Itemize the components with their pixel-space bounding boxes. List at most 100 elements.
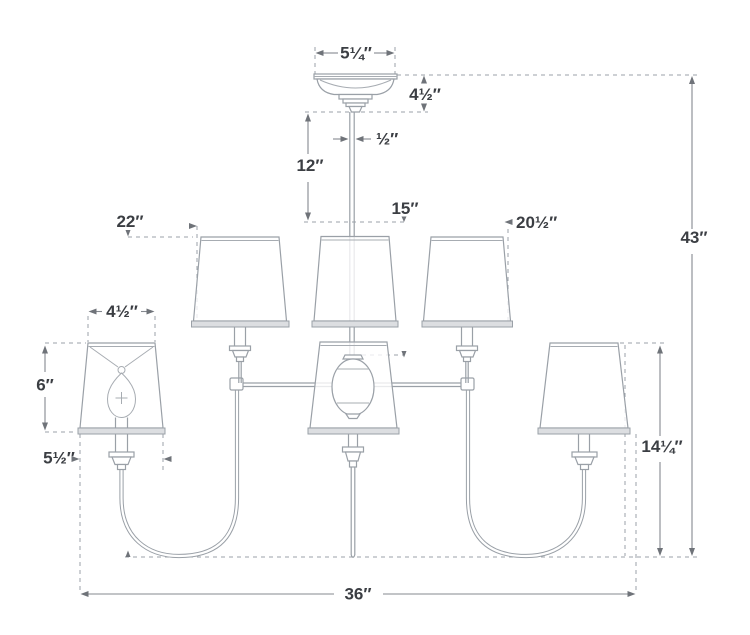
arrow-up-icon <box>657 345 663 354</box>
dim-center-drop: 15″ <box>391 199 419 358</box>
urn-foot <box>344 413 362 420</box>
dim-overall-height: 43″ <box>680 76 708 556</box>
arrow-right-icon <box>340 136 349 142</box>
dim-overall-width: 36″ <box>80 585 636 604</box>
arrow-up-icon <box>42 345 48 354</box>
dim-shade-height: 6″ <box>36 345 54 431</box>
dim-rod-length: 12″ <box>296 113 324 221</box>
socket-nub <box>462 356 472 363</box>
dim-label-canopy-width: 5¼″ <box>340 44 372 63</box>
upper-shade-right-band <box>421 320 513 328</box>
dim-canopy-width: 5¼″ <box>315 44 395 63</box>
socket-flare <box>571 451 598 458</box>
dim-label-center-drop: 15″ <box>391 199 418 218</box>
canopy-ring-1 <box>338 93 373 100</box>
dim-label-shade-bottom-width: 5½″ <box>43 449 75 468</box>
socket-flare <box>228 345 252 352</box>
arrow-down-icon <box>125 230 131 237</box>
dim-label-shade-top-width: 4½″ <box>106 302 138 321</box>
center-flare <box>341 446 365 453</box>
dim-label-upper-tier-right-width: 20½″ <box>516 213 557 232</box>
dim-shade-bottom-width: 5½″ <box>43 449 172 557</box>
arrow-right-icon <box>627 591 636 597</box>
arrow-down-icon <box>401 351 407 358</box>
canopy-bowl-curve <box>319 79 392 89</box>
arrow-left-icon <box>504 219 513 225</box>
dim-upper-tier-right-width: 20½″ <box>504 213 557 232</box>
arrow-left-icon <box>88 308 97 315</box>
dim-label-rod-length: 12″ <box>296 156 323 175</box>
dim-canopy-height: 4½″ <box>409 75 441 112</box>
socket-nub <box>116 463 127 471</box>
lower-shade-right-body <box>539 342 629 429</box>
socket-flare <box>455 345 479 352</box>
upper-socket-left <box>228 327 252 383</box>
urn-body <box>331 358 375 416</box>
dim-lower-section-height: 14¼″ <box>641 345 683 556</box>
center-nub <box>348 460 358 468</box>
canopy <box>313 73 398 113</box>
arrow-right-icon <box>146 308 155 315</box>
upper-shade-right <box>422 236 512 322</box>
bulb-outline <box>106 372 137 419</box>
spider-arm-line <box>124 346 154 368</box>
arrow-left-icon <box>315 50 324 56</box>
lower-shade-right <box>537 342 631 471</box>
arrow-right-icon <box>386 50 395 56</box>
center-body <box>307 341 400 558</box>
socket-nub <box>579 463 590 471</box>
fixture <box>77 73 631 559</box>
dim-label-lower-section-height: 14¼″ <box>641 437 682 456</box>
dim-label-overall-width: 36″ <box>344 585 371 604</box>
dim-label-rod-width: ½″ <box>376 130 398 149</box>
arrow-left-icon <box>163 456 172 462</box>
dim-label-shade-height: 6″ <box>36 376 54 395</box>
dim-upper-tier-width: 22″ <box>116 212 197 237</box>
arrow-down-icon <box>421 103 427 112</box>
arrow-down-icon <box>305 212 311 221</box>
lower-shade-left-fill <box>80 343 163 428</box>
left-arm-collar <box>229 377 244 391</box>
dim-label-overall-height: 43″ <box>680 228 707 247</box>
right-arm-collar <box>460 377 475 391</box>
lower-shade-left <box>77 342 166 471</box>
arrow-left-icon <box>80 591 89 597</box>
upper-shade-left-band <box>191 320 290 328</box>
upper-shade-middle <box>313 235 397 322</box>
arrow-right-icon <box>189 223 197 229</box>
center-cup <box>344 451 362 462</box>
center-shade-band <box>307 427 400 435</box>
socket-cup <box>458 349 477 358</box>
arms <box>119 377 587 559</box>
right-arm-highlight <box>466 390 586 558</box>
arrow-down-icon <box>657 548 663 556</box>
upper-shade-middle-band <box>311 320 399 328</box>
arrow-up-icon <box>689 76 695 84</box>
arrow-right-icon <box>71 456 80 462</box>
canopy-nipple <box>348 105 363 113</box>
left-arm-highlight <box>120 390 239 558</box>
socket-cup <box>111 456 132 466</box>
upper-tier-shades <box>191 235 513 328</box>
canopy-bowl <box>316 78 395 96</box>
lower-shade-left-band <box>77 427 166 435</box>
spider-arm-line <box>89 346 119 368</box>
socket-flare <box>108 451 135 458</box>
arrow-left-icon <box>355 136 364 142</box>
dim-label-canopy-height: 4½″ <box>409 85 441 104</box>
arrow-down-icon <box>42 422 48 431</box>
arrow-down-icon <box>401 216 407 222</box>
dim-label-upper-tier-width: 22″ <box>116 212 143 231</box>
socket-cup <box>574 456 595 466</box>
arrow-up-icon <box>421 75 427 84</box>
dim-rod-width: ½″ <box>333 130 398 149</box>
urn-neck <box>342 354 364 360</box>
dimension-annotations: 5¼″ 4½″ ½″ 12″ 15″ <box>36 44 707 604</box>
socket-cup <box>231 349 250 358</box>
upper-socket-right <box>455 327 479 383</box>
arrow-up-icon <box>305 113 311 122</box>
upper-shade-left <box>192 236 288 322</box>
socket-nub <box>235 356 245 363</box>
